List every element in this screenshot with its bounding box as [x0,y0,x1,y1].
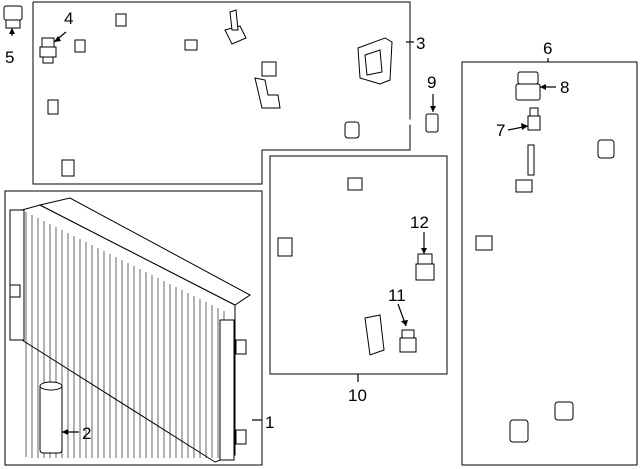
hose-part-10 [277,168,385,356]
callout-3: 3 [416,34,425,53]
callout-8: 8 [560,78,569,97]
callout-11: 11 [388,286,406,305]
ac-hose-assembly [47,9,393,177]
group-box-3 [32,1,411,185]
callout-12: 12 [410,213,429,232]
callout-4: 4 [64,9,73,28]
arrowheads [9,28,546,435]
cap-part-5 [3,5,23,29]
switch-part-12 [415,253,435,281]
callout-7: 7 [496,121,505,140]
callout-10: 10 [348,386,367,405]
group-box-6 [461,61,638,466]
drier-part-2 [39,381,63,454]
valve-part-7 [527,107,541,131]
callout-2: 2 [82,424,91,443]
hose-part-6 [473,130,615,443]
group-box-1 [4,190,263,466]
tube-part-9 [344,113,439,139]
callout-5: 5 [5,48,14,67]
switch-part-11 [399,329,417,353]
cap-part-8 [515,71,541,101]
callout-1: 1 [265,413,274,432]
pressure-switch-part-4 [39,37,57,64]
callout-9: 9 [427,73,436,92]
callout-6: 6 [543,39,552,58]
